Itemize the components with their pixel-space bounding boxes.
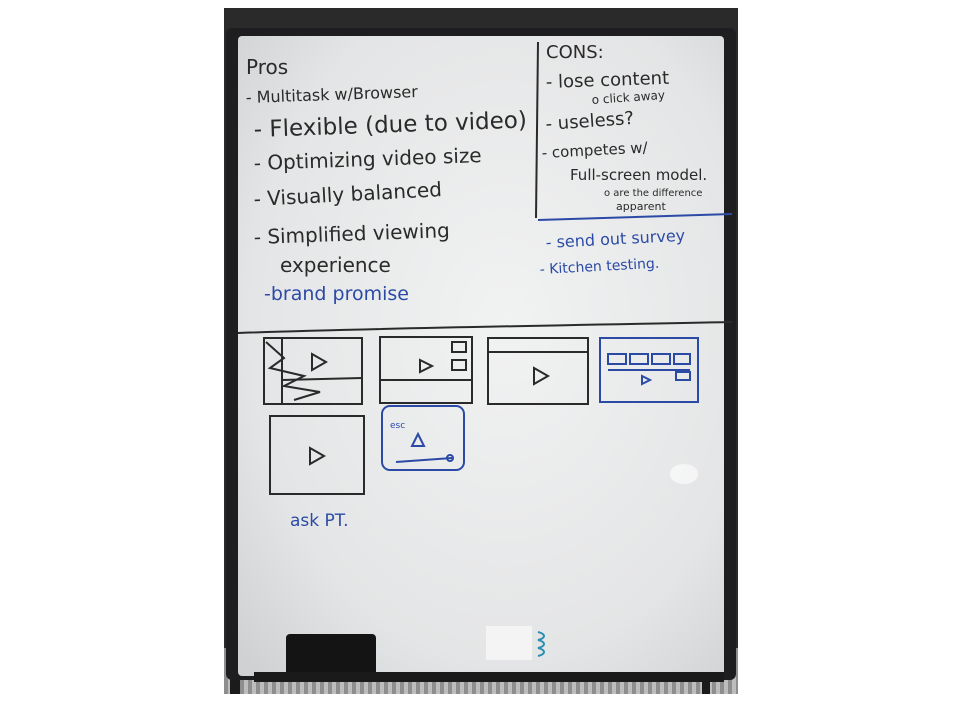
cons-item-1-note: o click away [591,88,665,107]
marker-tray [254,672,724,682]
light-glare [670,464,698,484]
blue-divider-line [537,213,733,221]
board-label-sticker [486,626,532,660]
sketch-1 [263,337,363,405]
cons-item-4: Full-screen model. [570,166,707,184]
pros-extra: -brand promise [264,283,409,305]
sketch-3 [487,337,589,405]
cons-item-6: apparent [616,200,666,213]
cons-item-3: - competes w/ [541,138,649,162]
cons-item-5: o are the difference [604,188,702,199]
sketch-6 [381,405,465,471]
eraser [286,634,376,678]
pros-item-6: experience [280,253,391,277]
sketch-4 [599,337,699,403]
sketch-note: ask PT. [290,511,349,531]
board-surface [238,36,724,676]
sketch-5 [269,415,365,495]
action-item-2: - Kitchen testing. [539,256,659,278]
whiteboard-scene: Pros - Multitask w/Browser - Flexible (d… [224,8,738,694]
sketch-2 [379,336,473,404]
sketch-6-label: esc [390,421,405,431]
brand-logo-icon [537,631,545,657]
cons-heading: CONS: [546,42,604,63]
cons-item-1: - lose content [545,68,669,93]
vertical-divider-line [535,41,539,219]
pros-heading: Pros [246,55,288,79]
horizontal-divider-line [237,321,733,334]
whiteboard-photo: Pros - Multitask w/Browser - Flexible (d… [224,8,738,694]
